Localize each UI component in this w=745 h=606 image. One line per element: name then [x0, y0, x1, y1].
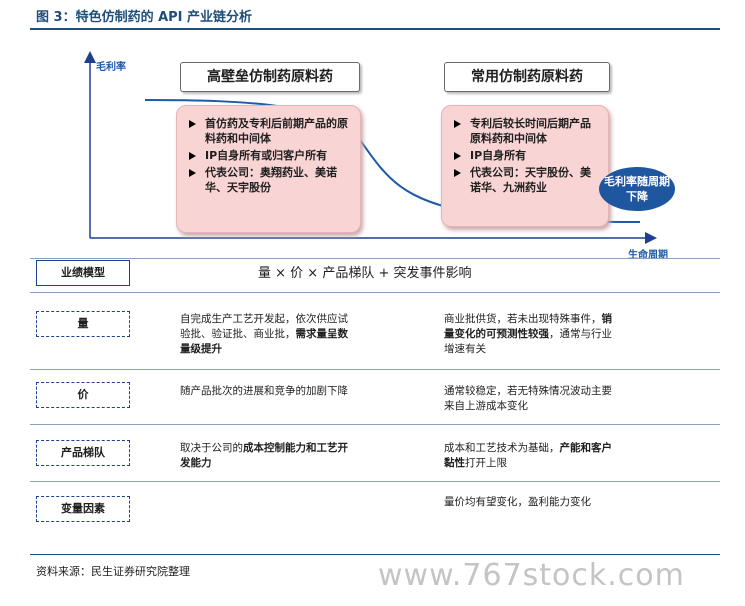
- stage-b-bullet: 代表公司：天宇股份、美诺华、九洲药业: [452, 165, 600, 195]
- stage-a-bullet: 代表公司：奥翔药业、美诺华、天宇股份: [187, 165, 352, 195]
- text-segment: 随产品批次的进展和竞争的加剧下降: [180, 385, 348, 397]
- volume-stage-a-text: 自完成生产工艺开发起，依次供应试验批、验证批、商业批，需求量呈数量级提升: [180, 312, 350, 357]
- text-segment: 通常较稳定，若无特殊情况波动主要来自上游成本变化: [444, 385, 612, 412]
- source-note: 资料来源：民生证券研究院整理: [36, 565, 190, 578]
- stage-b-panel: 专利后较长时间后期产品原料药和中间体 IP自身所有 代表公司：天宇股份、美诺华、…: [441, 105, 609, 227]
- bottom-rule: [30, 554, 720, 555]
- y-axis-label: 毛利率: [96, 62, 126, 73]
- table-divider: [30, 292, 720, 293]
- stage-a-bullet: 首仿药及专利后前期产品的原料药和中间体: [187, 116, 352, 146]
- callout-oval: 毛利率随周期下降: [599, 167, 675, 211]
- stage-a-panel: 首仿药及专利后前期产品的原料药和中间体 IP自身所有或归客户所有 代表公司：奥翔…: [176, 105, 361, 233]
- price-stage-a-text: 随产品批次的进展和竞争的加剧下降: [180, 384, 350, 399]
- row-label-price: 价: [36, 382, 130, 408]
- text-segment: 产能和客户黏性: [444, 442, 612, 469]
- row-label-volume: 量: [36, 311, 130, 337]
- variable-stage-b-text: 量价均有望变化，盈利能力变化: [444, 495, 614, 510]
- tier-stage-b-text: 成本和工艺技术为基础，产能和客户黏性打开上限: [444, 441, 614, 471]
- lifecycle-chart: [84, 51, 657, 244]
- text-segment: 需求量呈数量级提升: [180, 328, 348, 355]
- text-segment: 量价均有望变化，盈利能力变化: [444, 496, 591, 508]
- text-segment: 销量变化的可预测性较强: [444, 313, 612, 340]
- top-rule: [30, 28, 720, 30]
- watermark: www.767stock.com: [378, 558, 685, 593]
- stage-b-title: 常用仿制药原料药: [444, 62, 610, 92]
- stage-b-bullet: IP自身所有: [452, 148, 600, 163]
- text-segment: 成本控制能力和工艺开发能力: [180, 442, 348, 469]
- tier-stage-a-text: 取决于公司的成本控制能力和工艺开发能力: [180, 441, 350, 471]
- table-divider: [30, 424, 720, 425]
- row-label-product-tier: 产品梯队: [36, 440, 130, 466]
- text-segment: 商业批供货，若未出现特殊事件，: [444, 313, 602, 325]
- model-formula: 量 × 价 × 产品梯队 + 突发事件影响: [258, 266, 472, 281]
- volume-stage-b-text: 商业批供货，若未出现特殊事件，销量变化的可预测性较强，通常与行业增速有关: [444, 312, 614, 357]
- table-divider: [30, 258, 720, 259]
- figure-title: 图 3：特色仿制药的 API 产业链分析: [36, 10, 253, 25]
- text-segment: 成本和工艺技术为基础，: [444, 442, 560, 454]
- x-axis-label: 生命周期: [628, 250, 668, 261]
- text-segment: ，通常与行业增速有关: [444, 328, 612, 355]
- table-divider: [30, 369, 720, 370]
- text-segment: 自完成生产工艺开发起，依次供应试验批、验证批、商业批，: [180, 313, 348, 340]
- price-stage-b-text: 通常较稳定，若无特殊情况波动主要来自上游成本变化: [444, 384, 614, 414]
- model-header-label: 业绩模型: [36, 260, 130, 286]
- stage-a-bullet: IP自身所有或归客户所有: [187, 148, 352, 163]
- table-divider: [30, 481, 720, 482]
- text-segment: 取决于公司的: [180, 442, 243, 454]
- text-segment: 打开上限: [465, 457, 507, 469]
- stage-b-bullet: 专利后较长时间后期产品原料药和中间体: [452, 116, 600, 146]
- row-label-variable-factors: 变量因素: [36, 496, 130, 522]
- stage-a-title: 高壁垒仿制药原料药: [180, 62, 360, 92]
